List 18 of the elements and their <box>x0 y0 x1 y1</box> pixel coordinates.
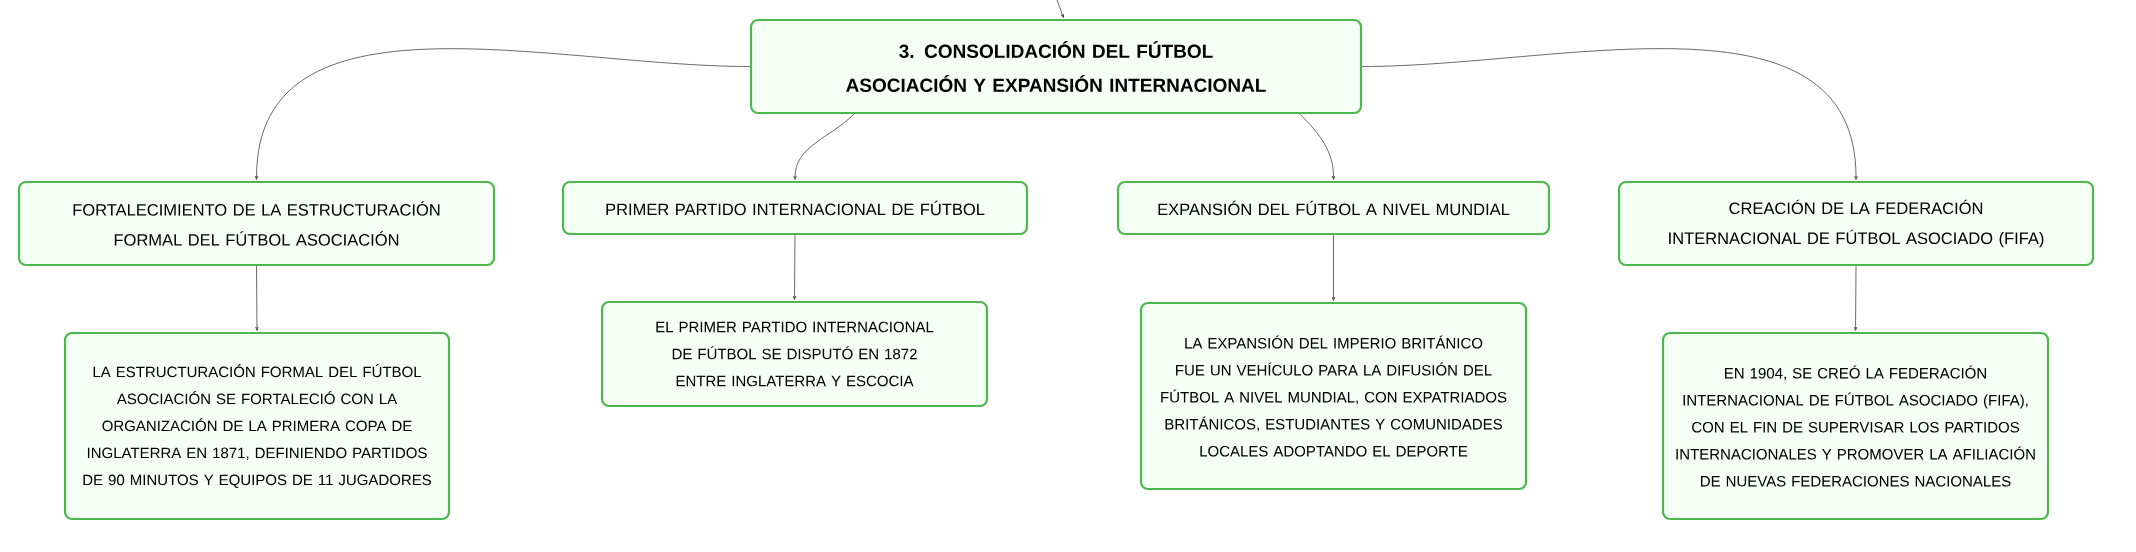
connector-line <box>1331 234 1336 302</box>
connector-line <box>1853 265 1858 332</box>
connector-line <box>1056 0 1064 19</box>
topic-box: 3. CONSOLIDACIÓN DEL FÚTBOL ASOCIACIÓN Y EXPANSIÓN INTERNACIONAL <box>749 18 1363 115</box>
connector-line <box>1299 113 1336 181</box>
connector-line <box>1361 48 1858 181</box>
subtopic-box: PRIMER PARTIDO INTERNACIONAL DE FÚTBOL <box>561 180 1029 236</box>
connector-line <box>792 234 797 301</box>
connector-line <box>254 48 751 181</box>
detail-box: EN 1904, SE CREÓ LA FEDERACIÓN INTERNACIONAL DE FÚTBOL ASOCIADO (FIFA), CON EL FIN DE SUPERVISAR LOS PARTIDOS INTERNACIONALES Y PROMOVER LA AFILIACIÓN DE NUEVAS FEDERACIONES NACIONALES <box>1661 331 2050 521</box>
connector-line <box>255 265 259 332</box>
subtopic-box: FORTALECIMIENTO DE LA ESTRUCTURACIÓN FORMAL DEL FÚTBOL ASOCIACIÓN <box>17 180 496 267</box>
subtopic-box: CREACIÓN DE LA FEDERACIÓN INTERNACIONAL DE FÚTBOL ASOCIADO (FIFA) <box>1617 180 2095 267</box>
connector-line <box>793 113 855 181</box>
detail-box: EL PRIMER PARTIDO INTERNACIONAL DE FÚTBOL SE DISPUTÓ EN 1872 ENTRE INGLATERRA Y ESCOCIA <box>600 300 989 408</box>
detail-box: LA EXPANSIÓN DEL IMPERIO BRITÁNICO FUE UN VEHÍCULO PARA LA DIFUSIÓN DEL FÚTBOL A NIVEL MUNDIAL, CON EXPATRIADOS BRITÁNICOS, ESTUDIANTES Y COMUNIDADES LOCALES ADOPTANDO EL DEPORTE <box>1139 301 1528 491</box>
detail-box: LA ESTRUCTURACIÓN FORMAL DEL FÚTBOL ASOCIACIÓN SE FORTALECIÓ CON LA ORGANIZACIÓN DE LA PRIMERA COPA DE INGLATERRA EN 1871, DEFINIENDO PARTIDOS DE 90 MINUTOS Y EQUIPOS DE 11 JUGADORES <box>63 331 451 521</box>
subtopic-box: EXPANSIÓN DEL FÚTBOL A NIVEL MUNDIAL <box>1116 180 1551 236</box>
